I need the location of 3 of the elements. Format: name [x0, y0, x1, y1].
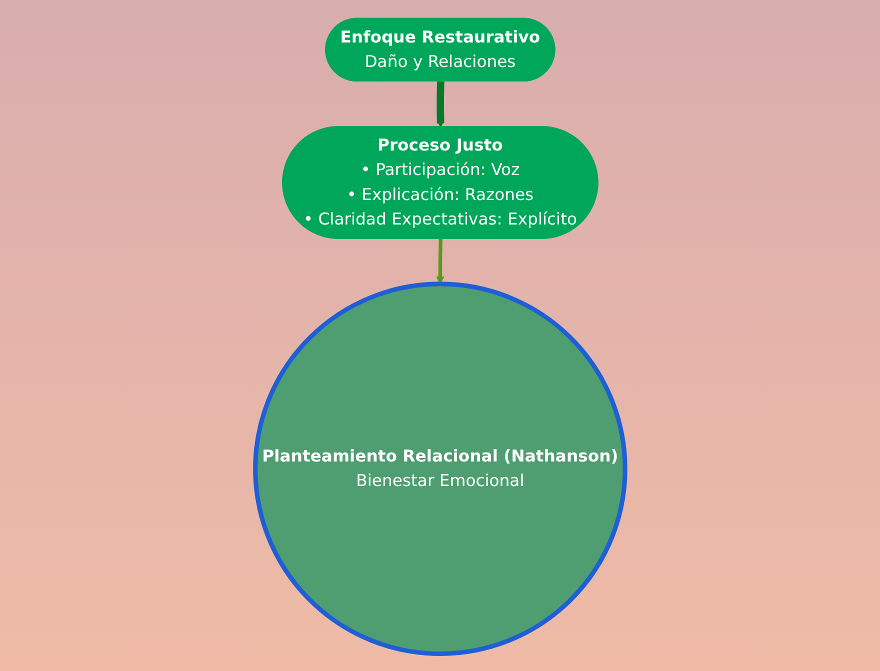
arrow	[436, 238, 444, 284]
arrow	[436, 80, 444, 127]
node-circle: Planteamiento Relacional (Nathanson) Bienestar Emocional	[252, 281, 628, 656]
